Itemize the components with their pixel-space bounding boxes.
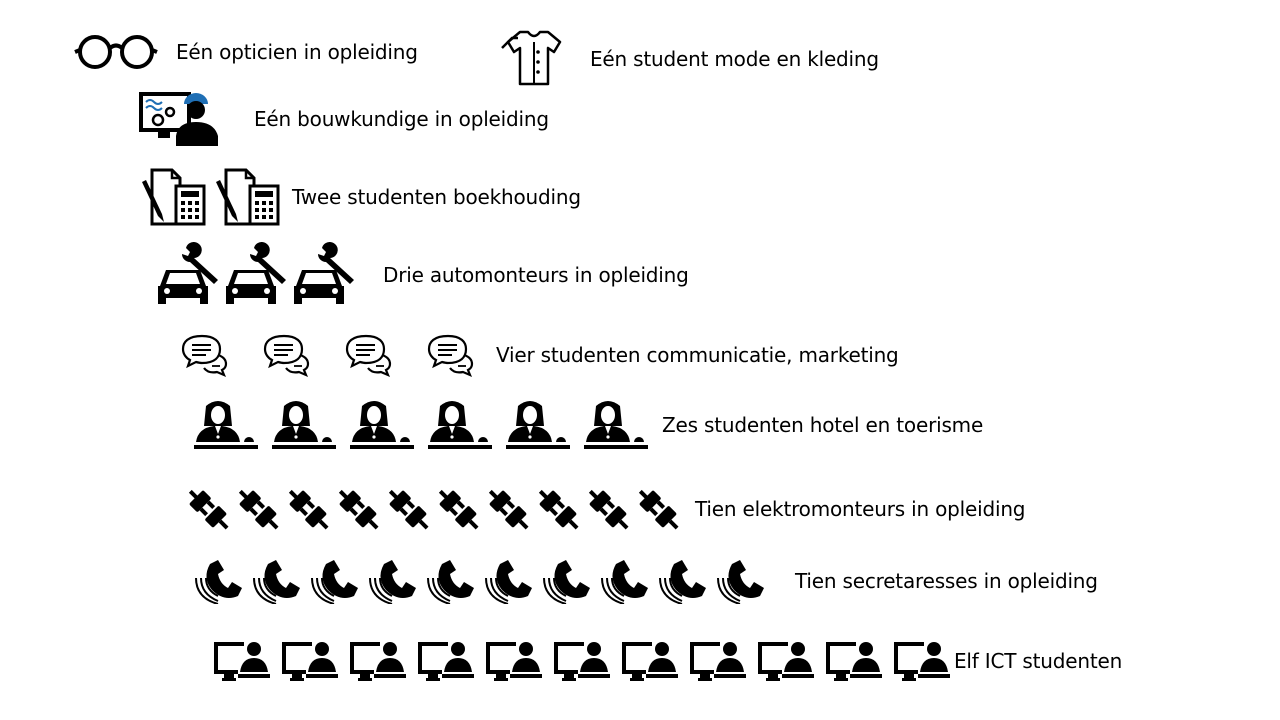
row-label: Tien elektromonteurs in opleiding <box>695 497 1026 521</box>
receptionist-icon <box>194 401 258 449</box>
row-elektromonteurs: Tien elektromonteurs in opleiding <box>184 484 1025 534</box>
row-boekhouding: Twee studenten boekhouding <box>142 168 581 226</box>
phone-icon <box>195 560 242 604</box>
computer-user-icon <box>282 642 338 681</box>
plug-icon <box>438 489 479 530</box>
row-icons <box>74 32 176 72</box>
row-label: Tien secretaresses in opleiding <box>795 569 1098 593</box>
computer-user-icon <box>554 642 610 681</box>
row-label: Eén bouwkundige in opleiding <box>254 107 549 131</box>
plug-icon <box>538 489 579 530</box>
computer-user-icon <box>622 642 678 681</box>
computer-user-icon <box>826 642 882 681</box>
accounting-icon <box>216 168 280 226</box>
glasses-icon <box>74 35 158 69</box>
phone-icon <box>717 560 764 604</box>
plug-icon <box>488 489 529 530</box>
row-icons <box>194 558 795 604</box>
computer-user-icon <box>486 642 542 681</box>
phone-icon <box>311 560 358 604</box>
computer-user-icon <box>350 642 406 681</box>
row-label: Elf ICT studenten <box>954 649 1123 673</box>
row-icons <box>138 90 254 148</box>
plug-icon <box>288 489 329 530</box>
row-opticien: Eén opticien in opleiding <box>74 32 418 72</box>
row-icons <box>180 332 496 378</box>
chat-icon <box>263 334 310 378</box>
row-icons <box>194 398 662 452</box>
plug-icon <box>188 489 229 530</box>
receptionist-icon <box>506 401 570 449</box>
row-label: Vier studenten communicatie, marketing <box>496 343 899 367</box>
row-label: Zes studenten hotel en toerisme <box>662 413 984 437</box>
receptionist-icon <box>350 401 414 449</box>
chat-icon <box>181 334 228 378</box>
row-icons <box>156 242 383 308</box>
row-label: Eén opticien in opleiding <box>176 40 418 64</box>
shirt-icon <box>501 30 562 86</box>
chat-icon <box>427 334 474 378</box>
computer-user-icon <box>894 642 950 681</box>
plug-icon <box>338 489 379 530</box>
row-ict: Elf ICT studenten <box>212 638 1122 684</box>
phone-icon <box>485 560 532 604</box>
row-icons <box>212 638 954 684</box>
phone-icon <box>369 560 416 604</box>
car-repair-icon <box>294 242 354 304</box>
row-bouwkundige: Eén bouwkundige in opleiding <box>138 90 549 148</box>
plug-icon <box>238 489 279 530</box>
row-icons <box>142 168 292 226</box>
row-communicatie: Vier studenten communicatie, marketing <box>180 332 899 378</box>
plug-icon <box>588 489 629 530</box>
receptionist-icon <box>428 401 492 449</box>
row-automonteurs: Drie automonteurs in opleiding <box>156 242 689 308</box>
chat-icon <box>345 334 392 378</box>
row-label: Twee studenten boekhouding <box>292 185 581 209</box>
row-hotel: Zes studenten hotel en toerisme <box>194 398 983 452</box>
car-repair-icon <box>158 242 218 304</box>
car-repair-icon <box>226 242 286 304</box>
row-label: Drie automonteurs in opleiding <box>383 263 689 287</box>
computer-user-icon <box>418 642 474 681</box>
row-secretaresses: Tien secretaresses in opleiding <box>194 558 1098 604</box>
receptionist-icon <box>584 401 648 449</box>
engineer-icon <box>139 92 218 146</box>
row-icons <box>498 28 590 90</box>
row-mode: Eén student mode en kleding <box>498 28 879 90</box>
row-label: Eén student mode en kleding <box>590 47 879 71</box>
phone-icon <box>543 560 590 604</box>
phone-icon <box>427 560 474 604</box>
phone-icon <box>601 560 648 604</box>
phone-icon <box>253 560 300 604</box>
accounting-icon <box>142 168 206 226</box>
computer-user-icon <box>758 642 814 681</box>
plug-icon <box>638 489 679 530</box>
receptionist-icon <box>272 401 336 449</box>
phone-icon <box>659 560 706 604</box>
row-icons <box>184 484 695 534</box>
plug-icon <box>388 489 429 530</box>
computer-user-icon <box>214 642 270 681</box>
computer-user-icon <box>690 642 746 681</box>
